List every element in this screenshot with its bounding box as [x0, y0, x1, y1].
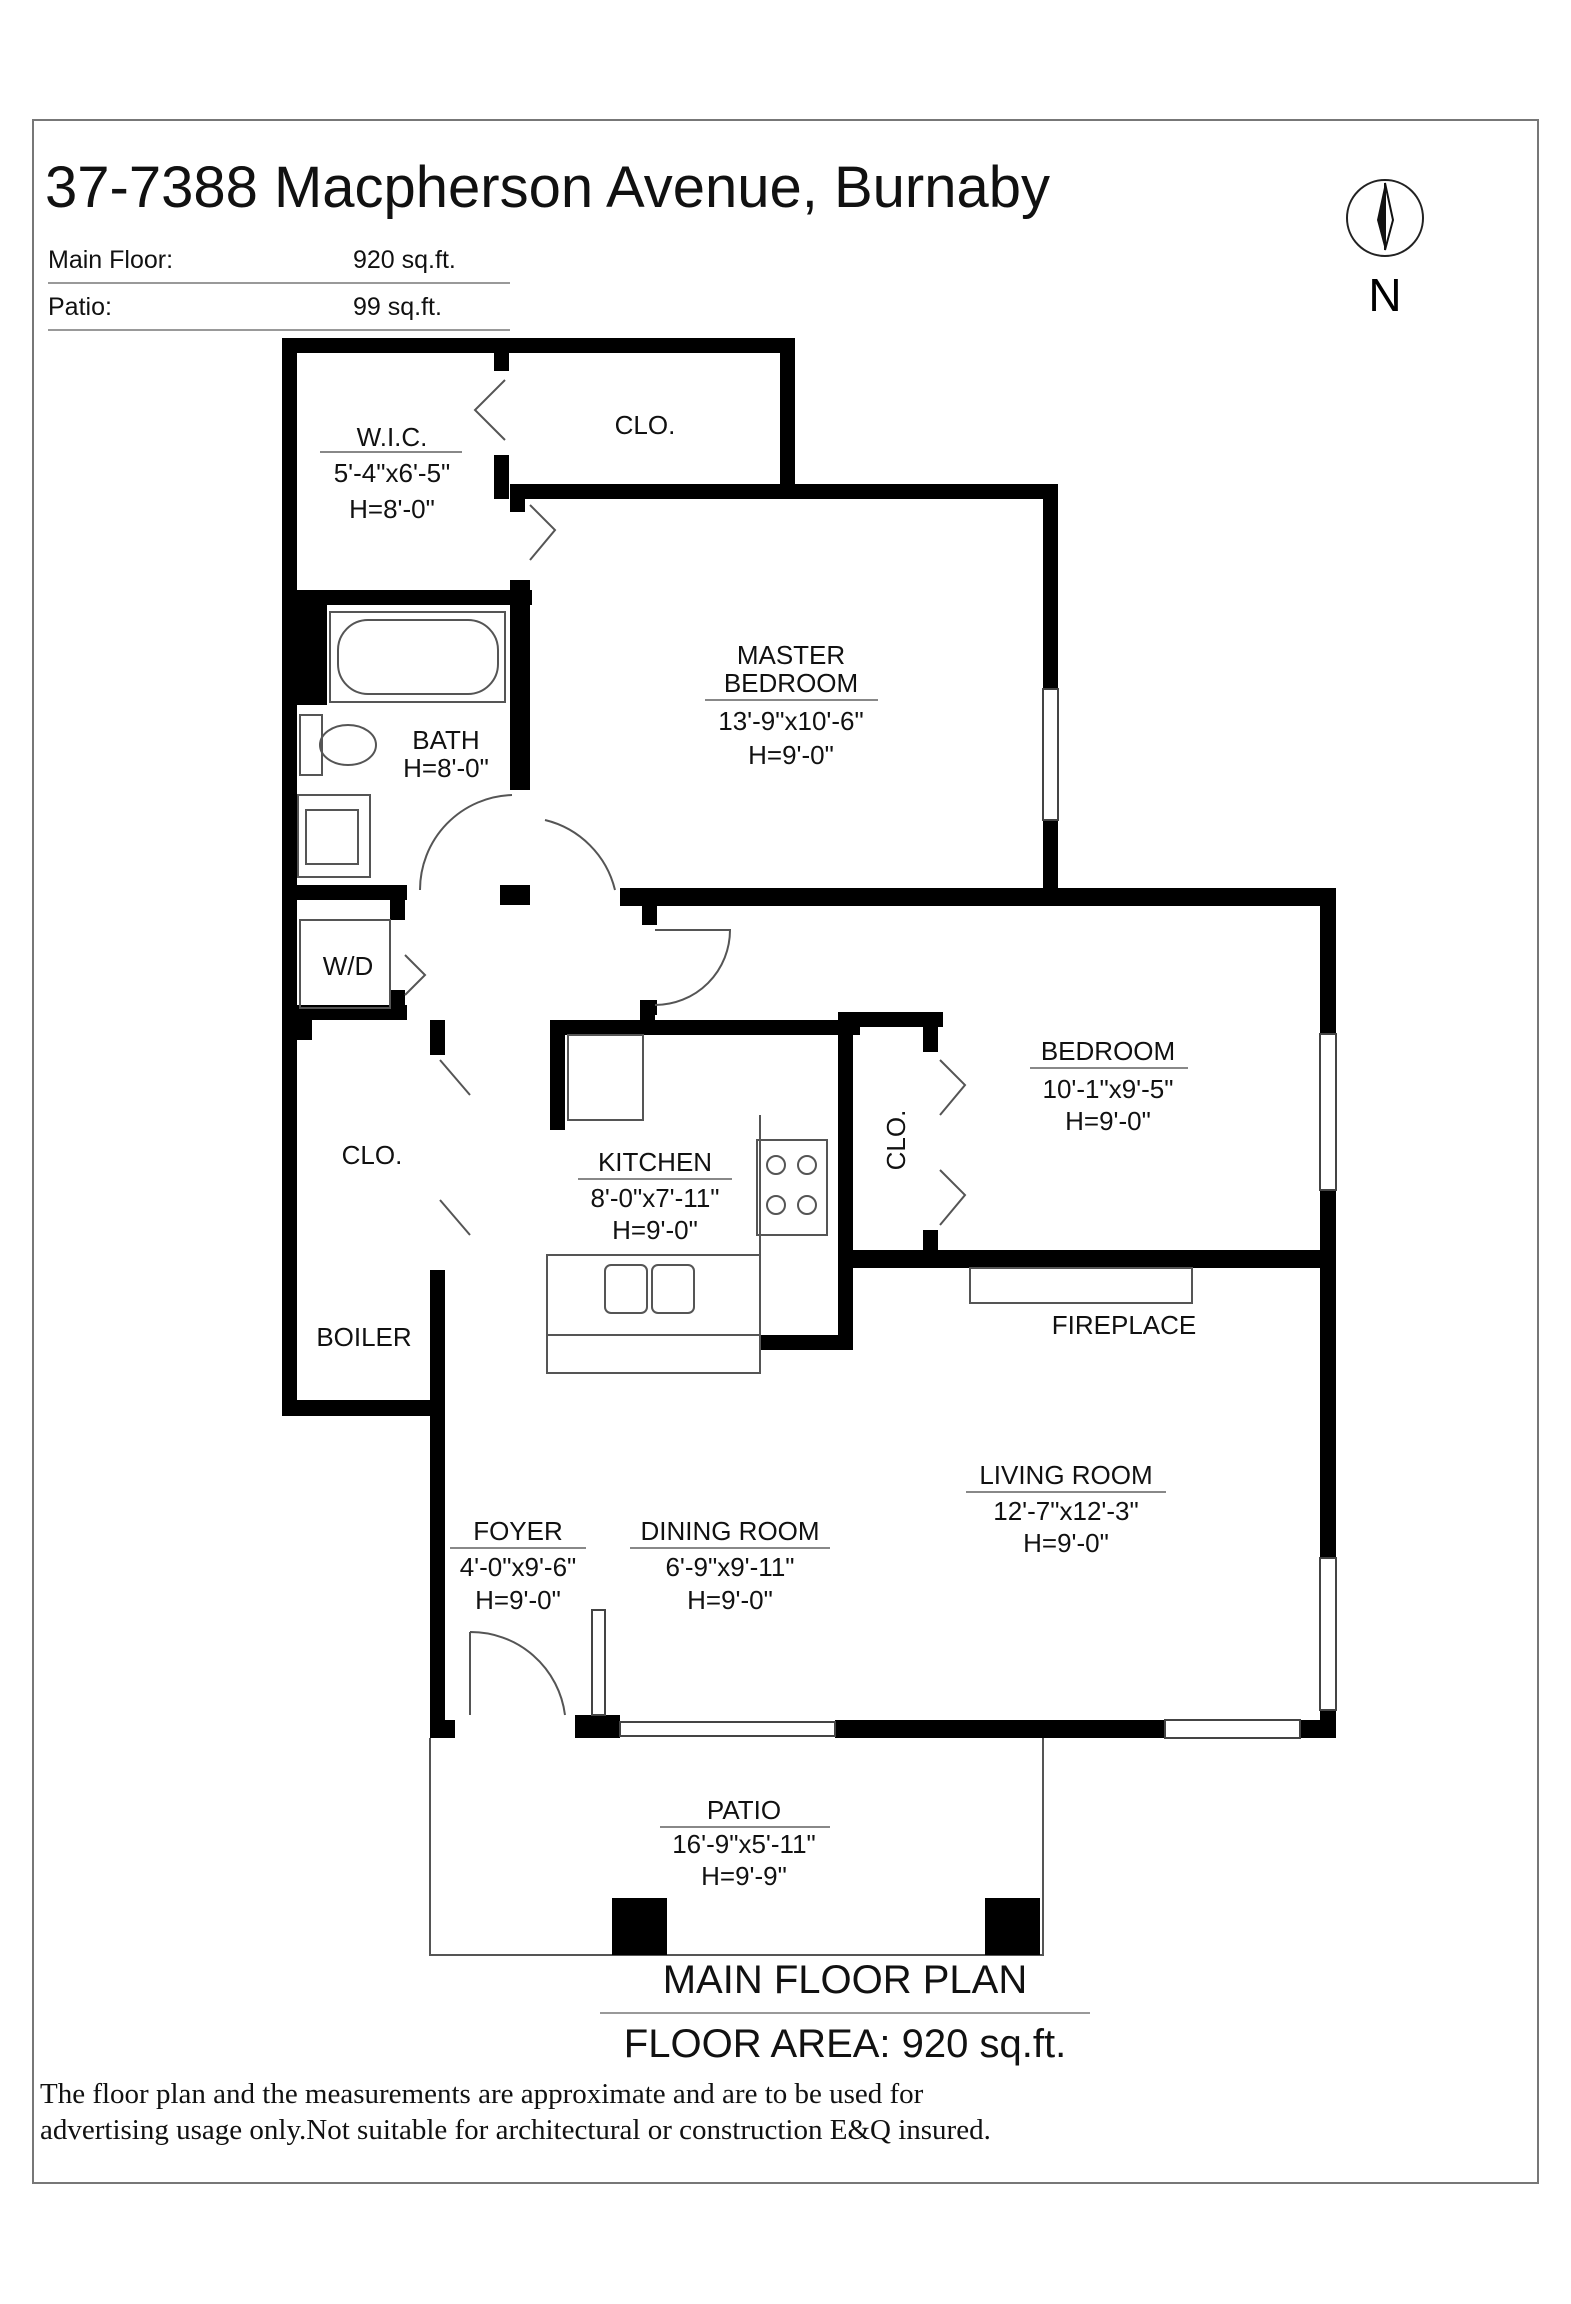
compass-north-label: N — [1368, 269, 1401, 315]
wic-label: W.I.C. — [357, 422, 428, 452]
floor-area-total: FLOOR AREA: 920 sq.ft. — [623, 2022, 1067, 2066]
floor-plan-drawing: W.I.C. 5'-4"x6'-5" H=8'-0" CLO. MASTER B… — [282, 338, 1337, 1956]
patio-area-label: Patio: — [48, 293, 112, 321]
kitchen-label: KITCHEN — [598, 1147, 712, 1177]
foyer-dims: 4'-0"x9'-6" — [460, 1552, 577, 1582]
doors — [404, 379, 967, 1716]
patio-outline — [429, 1738, 1044, 1956]
patio-area-row: Patio: 99 sq.ft. — [48, 285, 510, 331]
patio-label: PATIO — [707, 1795, 781, 1825]
bedroom-dims: 10'-1"x9'-5" — [1042, 1074, 1173, 1104]
closet-top-label: CLO. — [615, 410, 676, 440]
fixtures — [297, 611, 1193, 1374]
bedroom-height: H=9'-0" — [1065, 1106, 1151, 1136]
property-address: 37-7388 Macpherson Avenue, Burnaby — [45, 155, 1050, 220]
bath-label: BATH — [412, 725, 479, 755]
bedroom-label: BEDROOM — [1041, 1036, 1175, 1066]
closet-left-label: CLO. — [342, 1140, 403, 1170]
wic-height: H=8'-0" — [349, 494, 435, 524]
patio-dims: 16'-9"x5'-11" — [672, 1829, 816, 1859]
living-room-label: LIVING ROOM — [979, 1460, 1152, 1490]
windows — [591, 688, 1337, 1739]
patio-height: H=9'-9" — [701, 1861, 787, 1891]
patio-area-value: 99 sq.ft. — [353, 293, 442, 321]
main-floor-label: Main Floor: — [48, 246, 174, 274]
living-room-dims: 12'-7"x12'-3" — [993, 1496, 1138, 1526]
boiler-label: BOILER — [316, 1322, 411, 1352]
bedroom-closet-label: CLO. — [881, 1110, 911, 1171]
main-floor-area-row: Main Floor: 920 sq.ft. — [48, 238, 510, 284]
master-bedroom-label-2: BEDROOM — [724, 668, 858, 698]
main-floor-value: 920 sq.ft. — [353, 246, 456, 274]
fireplace-label: FIREPLACE — [1052, 1310, 1197, 1340]
disclaimer-line-2: advertising usage only.Not suitable for … — [40, 2114, 991, 2146]
master-bedroom-height: H=9'-0" — [748, 740, 834, 770]
foyer-label: FOYER — [473, 1516, 563, 1546]
kitchen-dims: 8'-0"x7'-11" — [590, 1183, 719, 1213]
living-room-height: H=9'-0" — [1023, 1528, 1109, 1558]
wic-dims: 5'-4"x6'-5" — [334, 458, 451, 488]
master-bedroom-dims: 13'-9"x10'-6" — [718, 706, 863, 736]
dining-room-dims: 6'-9"x9'-11" — [665, 1552, 794, 1582]
walls — [282, 338, 1336, 1738]
plan-title: MAIN FLOOR PLAN — [662, 1958, 1028, 2002]
wd-label: W/D — [323, 951, 374, 981]
plan-title-divider — [600, 2012, 1090, 2014]
master-bedroom-label-1: MASTER — [737, 640, 845, 670]
north-compass-icon: N — [1346, 179, 1424, 315]
foyer-height: H=9'-0" — [475, 1585, 561, 1615]
room-labels: W.I.C. 5'-4"x6'-5" H=8'-0" CLO. MASTER B… — [316, 410, 1196, 1891]
kitchen-height: H=9'-0" — [612, 1215, 698, 1245]
dining-room-label: DINING ROOM — [640, 1516, 819, 1546]
bath-height: H=8'-0" — [403, 753, 489, 783]
dining-room-height: H=9'-0" — [687, 1585, 773, 1615]
disclaimer-line-1: The floor plan and the measurements are … — [40, 2078, 924, 2110]
